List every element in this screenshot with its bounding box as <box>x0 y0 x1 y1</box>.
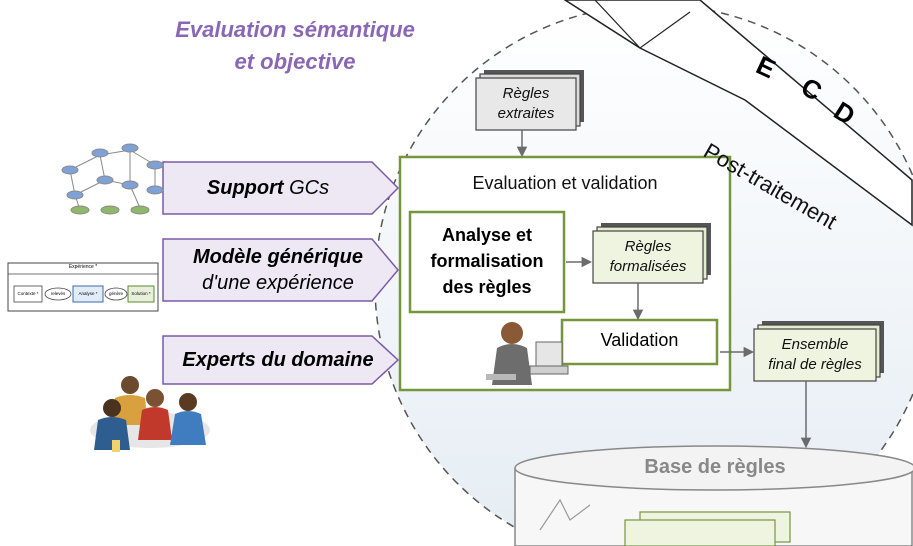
final-rules-card <box>753 321 884 382</box>
mini-model-item-3: Analyse * <box>78 291 98 296</box>
mini-model-item-4: génère <box>108 291 123 296</box>
model-arrow <box>162 238 399 302</box>
formalized-line-1: Règles <box>624 238 672 255</box>
analyse-line-2: formalisation <box>430 251 544 271</box>
final-line-2: final de règles <box>768 356 862 373</box>
rule-base-cylinder <box>514 445 913 546</box>
analyse-line-1: Analyse et <box>441 225 533 245</box>
final-line-1: Ensemble <box>781 336 849 353</box>
analyse-box <box>408 210 566 314</box>
analyse-line-3: des règles <box>442 277 532 297</box>
model-line-2: d'une expérience <box>202 272 354 294</box>
validator-illustration <box>486 322 569 385</box>
support-bold-text: Support <box>206 177 284 199</box>
mini-model-item-1: Contexte * <box>17 291 39 296</box>
ecd-chevron-inner <box>594 0 691 49</box>
experts-illustration <box>90 376 210 452</box>
mini-model-title: Expérience * <box>68 264 98 270</box>
graph-illustration <box>61 143 164 215</box>
extracted-rules-label: Règles extraites <box>476 84 576 124</box>
experts-label: Experts du domaine <box>182 349 374 371</box>
title-line-2: et objective <box>234 49 356 74</box>
extracted-line-2: extraites <box>497 105 555 122</box>
panel-title: Evaluation et validation <box>472 173 658 193</box>
mini-model-item-2: relevés <box>50 291 66 296</box>
experience-model-illustration <box>7 262 159 312</box>
analyse-label: Analyse et formalisation des règles <box>410 222 564 300</box>
rule-base-label: Base de règles <box>644 456 786 478</box>
mini-model-item-5: Solution * <box>131 291 151 296</box>
extracted-line-1: Règles <box>502 85 550 102</box>
formalized-rules-label: Règles formalisées <box>593 237 703 277</box>
formalized-line-2: formalisées <box>609 258 687 275</box>
experts-arrow <box>162 335 400 385</box>
model-label: Modèle générique d'une expérience <box>163 244 393 296</box>
model-line-1: Modèle générique <box>192 246 364 268</box>
support-arrow <box>162 161 400 215</box>
support-rest-text: GCs <box>289 177 330 199</box>
validation-label: Validation <box>600 330 679 350</box>
title-line-1: Evaluation sémantique <box>175 17 415 42</box>
extracted-rules-card <box>475 70 584 131</box>
final-rules-label: Ensemble final de règles <box>754 335 876 375</box>
support-label: Support GCs <box>163 175 373 201</box>
page-title: Evaluation sémantique et objective <box>150 14 440 78</box>
formalized-rules-card <box>592 223 711 284</box>
